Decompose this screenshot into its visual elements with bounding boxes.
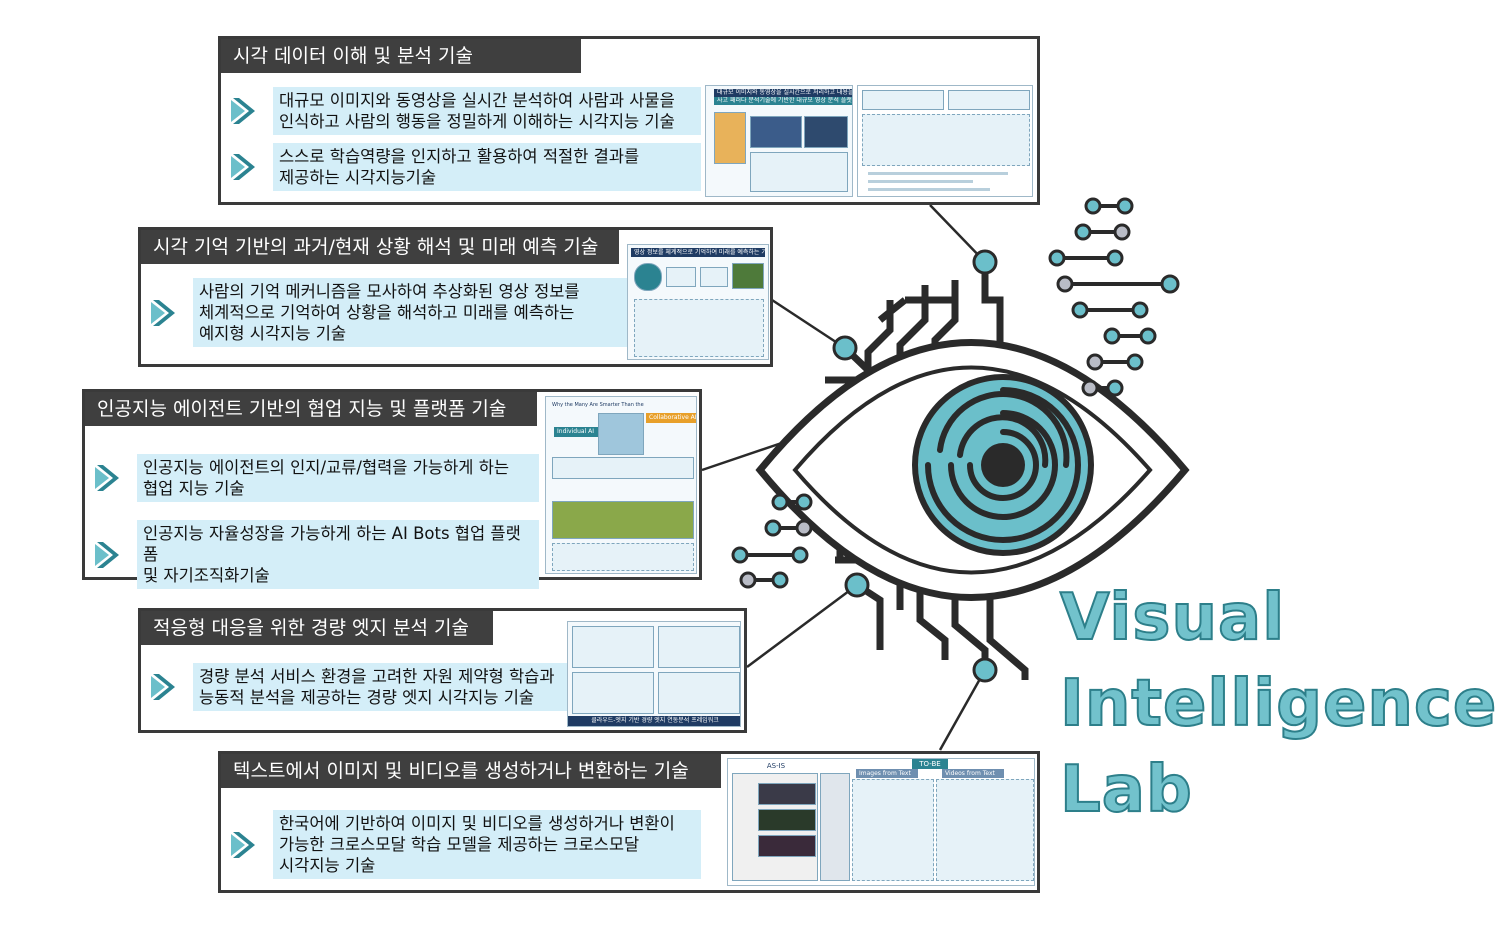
- item-description: 대규모 이미지와 동영상을 실시간 분석하여 사람과 사물을 인식하고 사람의 …: [273, 87, 701, 135]
- section-card-text-to-image-video: 텍스트에서 이미지 및 비디오를 생성하거나 변환하는 기술 한국어에 기반하여…: [218, 751, 1040, 893]
- section-item: 인공지능 에이전트의 인지/교류/협력을 가능하게 하는 협업 지능 기술: [93, 454, 539, 502]
- section-item: 한국어에 기반하여 이미지 및 비디오를 생성하거나 변환이 가능한 크로스모달…: [229, 810, 701, 879]
- thumbnail-caption: Why the Many Are Smarter Than the Few: [549, 401, 645, 409]
- lab-name-intelligence: Intelligence: [1059, 666, 1498, 742]
- thumbnail-caption: 클라우드-엣지 기반 경량 엣지 연동분석 프레임워크: [568, 716, 740, 726]
- chevron-right-icon: [231, 98, 255, 124]
- lab-name-visual: Visual: [1059, 580, 1286, 656]
- section-title: 텍스트에서 이미지 및 비디오를 생성하거나 변환하는 기술: [221, 754, 721, 788]
- chevron-right-icon: [231, 154, 255, 180]
- section-card-ai-agent-collaboration: 인공지능 에이전트 기반의 협업 지능 및 플랫폼 기술 인공지능 에이전트의 …: [82, 389, 702, 589]
- chevron-right-icon: [95, 541, 119, 568]
- section-item: 경량 분석 서비스 환경을 고려한 자원 제약형 학습과 능동적 분석을 제공하…: [149, 663, 573, 711]
- item-description: 스스로 학습역량을 인지하고 활용하여 적절한 결과를 제공하는 시각지능기술: [273, 143, 701, 191]
- item-description: 사람의 기억 메커니즘을 모사하여 추상화된 영상 정보를 체계적으로 기억하여…: [193, 278, 629, 347]
- thumbnail-caption: Videos from Text: [942, 769, 1004, 778]
- research-thumbnail: AS-IS TO-BE Images from Text Videos from…: [727, 758, 1035, 886]
- item-description: 한국어에 기반하여 이미지 및 비디오를 생성하거나 변환이 가능한 크로스모달…: [273, 810, 701, 879]
- research-thumbnail: 클라우드-엣지 기반 경량 엣지 연동분석 프레임워크: [567, 621, 741, 727]
- lab-name-lab: Lab: [1059, 752, 1193, 828]
- chevron-right-icon: [231, 831, 255, 858]
- thumbnail-caption: AS-IS: [758, 761, 794, 771]
- section-title: 인공지능 에이전트 기반의 협업 지능 및 플랫폼 기술: [85, 392, 537, 426]
- section-card-visual-data-analysis: 시각 데이터 이해 및 분석 기술 대규모 이미지와 동영상을 실시간 분석하여…: [218, 36, 1040, 205]
- section-title: 적응형 대응을 위한 경량 엣지 분석 기술: [141, 611, 493, 645]
- section-card-visual-memory-prediction: 시각 기억 기반의 과거/현재 상황 해석 및 미래 예측 기술 사람의 기억 …: [138, 227, 773, 367]
- item-description: 경량 분석 서비스 환경을 고려한 자원 제약형 학습과 능동적 분석을 제공하…: [193, 663, 573, 711]
- thumbnail-caption: 영상 정보를 체계적으로 기억하여 미래를 예측하는 기술: [631, 248, 765, 257]
- thumbnail-caption: 대규모 이미지와 동영상을 실시간으로 처리하고 내용을 분석하는: [714, 89, 852, 97]
- chevron-right-icon: [95, 465, 119, 491]
- research-thumbnail: 영상 정보를 체계적으로 기억하여 미래를 예측하는 기술: [627, 244, 769, 360]
- chevron-right-icon: [151, 674, 175, 700]
- section-item: 사람의 기억 메커니즘을 모사하여 추상화된 영상 정보를 체계적으로 기억하여…: [149, 278, 629, 347]
- item-description: 인공지능 에이전트의 인지/교류/협력을 가능하게 하는 협업 지능 기술: [137, 454, 539, 502]
- section-item: 스스로 학습역량을 인지하고 활용하여 적절한 결과를 제공하는 시각지능기술: [229, 143, 701, 191]
- section-title: 시각 데이터 이해 및 분석 기술: [221, 39, 581, 73]
- item-description: 인공지능 자율성장을 가능하게 하는 AI Bots 협업 플랫폼 및 자기조직…: [137, 520, 539, 589]
- thumbnail-caption: TO-BE: [912, 759, 948, 769]
- thumbnail-caption: Collaborative AI: [646, 413, 696, 423]
- section-title: 시각 기억 기반의 과거/현재 상황 해석 및 미래 예측 기술: [141, 230, 619, 264]
- thumbnail-caption: 사고 패러다 분석기술에 기반한 대규모 영상 분석 플랫폼 개발: [714, 97, 852, 105]
- research-thumbnail: 대규모 이미지와 동영상을 실시간으로 처리하고 내용을 분석하는 사고 패러다…: [705, 85, 853, 197]
- thumbnail-caption: Individual AI: [554, 427, 600, 437]
- section-item: 인공지능 자율성장을 가능하게 하는 AI Bots 협업 플랫폼 및 자기조직…: [93, 520, 539, 589]
- section-card-lightweight-edge-analysis: 적응형 대응을 위한 경량 엣지 분석 기술 경량 분석 서비스 환경을 고려한…: [138, 608, 747, 733]
- research-thumbnail: Why the Many Are Smarter Than the Few In…: [545, 396, 697, 574]
- research-thumbnail: [857, 85, 1033, 197]
- chevron-right-icon: [151, 299, 175, 326]
- section-item: 대규모 이미지와 동영상을 실시간 분석하여 사람과 사물을 인식하고 사람의 …: [229, 87, 701, 135]
- thumbnail-caption: Images from Text: [856, 769, 918, 778]
